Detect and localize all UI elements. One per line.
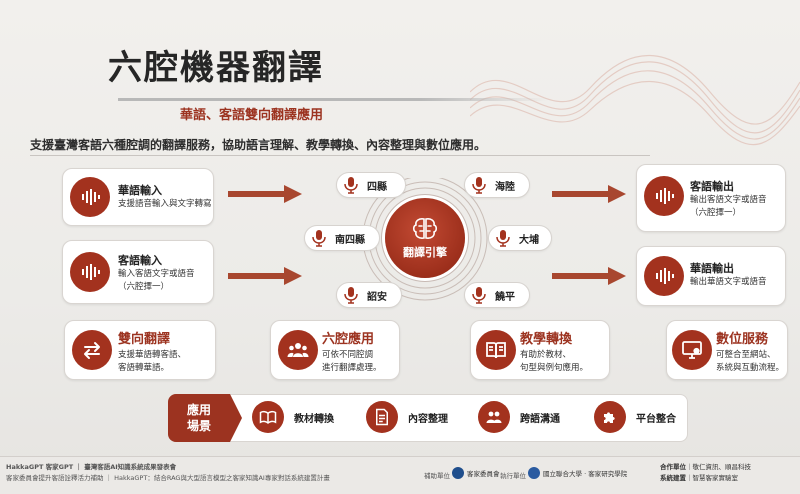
output-text-hakka-2: （六腔擇一） <box>690 208 742 218</box>
scene-label: 教材轉換 <box>294 413 334 425</box>
output-text-mandarin: 輸出華語文字或語音 <box>690 277 767 287</box>
dialect-sixian: 四縣 <box>336 172 406 198</box>
exec-org: 國立聯合大學 · 客家研究學院 <box>543 470 628 478</box>
input-title-mandarin: 華語輸入 <box>118 184 162 197</box>
book-icon <box>476 330 516 370</box>
feature-title: 數位服務 <box>716 332 769 347</box>
intro-text: 支援臺灣客語六種腔調的翻譯服務，協助語言理解、教學轉換、內容整理與數位應用。 <box>30 138 487 152</box>
decorative-wave <box>470 54 800 146</box>
sys-org: 智慧客家實驗室 <box>692 474 739 482</box>
scene-tag-pointer <box>230 394 242 442</box>
group-icon <box>278 330 318 370</box>
dialect-label: 海陸 <box>495 181 515 193</box>
support-org-logo: 客家委員會 <box>452 467 500 479</box>
microphone-icon <box>344 177 358 194</box>
page-subtitle: 華語、客語雙向翻譯應用 <box>180 108 324 123</box>
footer-credits: HakkaGPT 客家GPT ｜ 臺灣客語AI知識系統成果發表會 客家委員會提升… <box>6 462 330 484</box>
arrow-right-icon <box>228 267 302 285</box>
arrow-right-icon <box>552 185 626 203</box>
translation-engine: 翻譯引擎 <box>385 198 465 278</box>
dialect-raoping: 饒平 <box>464 282 530 308</box>
feature-text: 有助於教材、 <box>520 350 572 360</box>
waveform-icon <box>644 176 684 216</box>
scene-tag: 應用 場景 <box>168 394 230 442</box>
puzzle-icon <box>594 401 626 433</box>
coop-label: 合作單位 <box>660 463 686 471</box>
feature-text: 進行翻譯處理。 <box>322 363 382 373</box>
scene-item-materials: 教材轉換 <box>252 401 334 433</box>
dialect-nansixian: 南四縣 <box>304 225 380 251</box>
scene-label: 平台整合 <box>636 413 676 425</box>
dialect-label: 南四縣 <box>335 234 365 246</box>
scene-label: 內容整理 <box>408 413 448 425</box>
feature-text: 可整合至網站、 <box>716 350 776 360</box>
support-label: 補助單位 <box>424 472 450 480</box>
footer <box>0 456 800 494</box>
feature-text: 句型與例句應用。 <box>520 363 589 373</box>
microphone-icon <box>472 287 486 304</box>
dialect-label: 大埔 <box>519 234 539 246</box>
feature-text: 支援華語轉客語、 <box>118 350 187 360</box>
brain-icon <box>412 218 438 239</box>
input-title-hakka: 客語輸入 <box>118 254 162 267</box>
exec-label: 執行單位 <box>500 472 526 480</box>
university-logo-icon <box>528 467 540 479</box>
microphone-icon <box>496 230 510 247</box>
dialect-label: 詔安 <box>367 291 387 303</box>
feature-title: 雙向翻譯 <box>118 332 171 347</box>
intro-divider <box>30 155 650 156</box>
dialect-label: 四縣 <box>367 181 387 193</box>
input-text-mandarin: 支援語音輸入與文字轉寫 <box>118 199 212 209</box>
waveform-icon <box>644 256 684 296</box>
swap-icon <box>72 330 112 370</box>
title-underline <box>118 98 548 101</box>
scene-label: 跨語溝通 <box>520 413 560 425</box>
input-text-hakka-1: 輸入客語文字或語音 <box>118 269 195 279</box>
people-icon <box>478 401 510 433</box>
input-text-hakka-2: （六腔擇一） <box>118 282 170 292</box>
monitor-icon <box>672 330 712 370</box>
dialect-label: 饒平 <box>495 291 515 303</box>
dialect-dapu: 大埔 <box>488 225 552 251</box>
feature-text: 可依不同腔調 <box>322 350 374 360</box>
book-open-icon <box>252 401 284 433</box>
scene-tag-line1: 應用 <box>186 403 211 417</box>
page-title: 六腔機器翻譯 <box>108 48 324 88</box>
output-title-mandarin: 華語輸出 <box>690 262 734 275</box>
feature-text: 客語轉華語。 <box>118 363 170 373</box>
org-logo-icon <box>452 467 464 479</box>
engine-label: 翻譯引擎 <box>403 246 447 259</box>
dialect-hailu: 海陸 <box>464 172 530 198</box>
scene-tag-line2: 場景 <box>186 419 211 433</box>
scene-item-content: 內容整理 <box>366 401 448 433</box>
feature-title: 教學轉換 <box>520 332 573 347</box>
support-org: 客家委員會 <box>467 470 500 478</box>
scene-item-platform: 平台整合 <box>594 401 676 433</box>
scene-item-communication: 跨語溝通 <box>478 401 560 433</box>
footer-line1: HakkaGPT 客家GPT ｜ 臺灣客語AI知識系統成果發表會 <box>6 463 177 471</box>
waveform-icon <box>70 177 110 217</box>
exec-org-logo: 國立聯合大學 · 客家研究學院 <box>528 467 627 479</box>
dialect-zhaoan: 詔安 <box>336 282 402 308</box>
microphone-icon <box>344 287 358 304</box>
arrow-right-icon <box>552 267 626 285</box>
output-text-hakka-1: 輸出客語文字或語音 <box>690 195 767 205</box>
output-title-hakka: 客語輸出 <box>690 180 734 193</box>
feature-text: 系統與互動流程。 <box>716 363 785 373</box>
sys-label: 系統建置 <box>660 474 686 482</box>
footer-line2: 客家委員會提升客語詮釋活力補助 ｜ HakkaGPT：結合RAG與大型語言模型之… <box>6 474 330 482</box>
arrow-right-icon <box>228 185 302 203</box>
microphone-icon <box>472 177 486 194</box>
footer-partners: 合作單位｜敬仁資訊、順昌科技 系統建置｜智慧客家實驗室 <box>660 463 752 482</box>
document-icon <box>366 401 398 433</box>
feature-title: 六腔應用 <box>322 332 375 347</box>
microphone-icon <box>312 230 326 247</box>
coop-org: 敬仁資訊、順昌科技 <box>692 463 752 471</box>
waveform-icon <box>70 252 110 292</box>
